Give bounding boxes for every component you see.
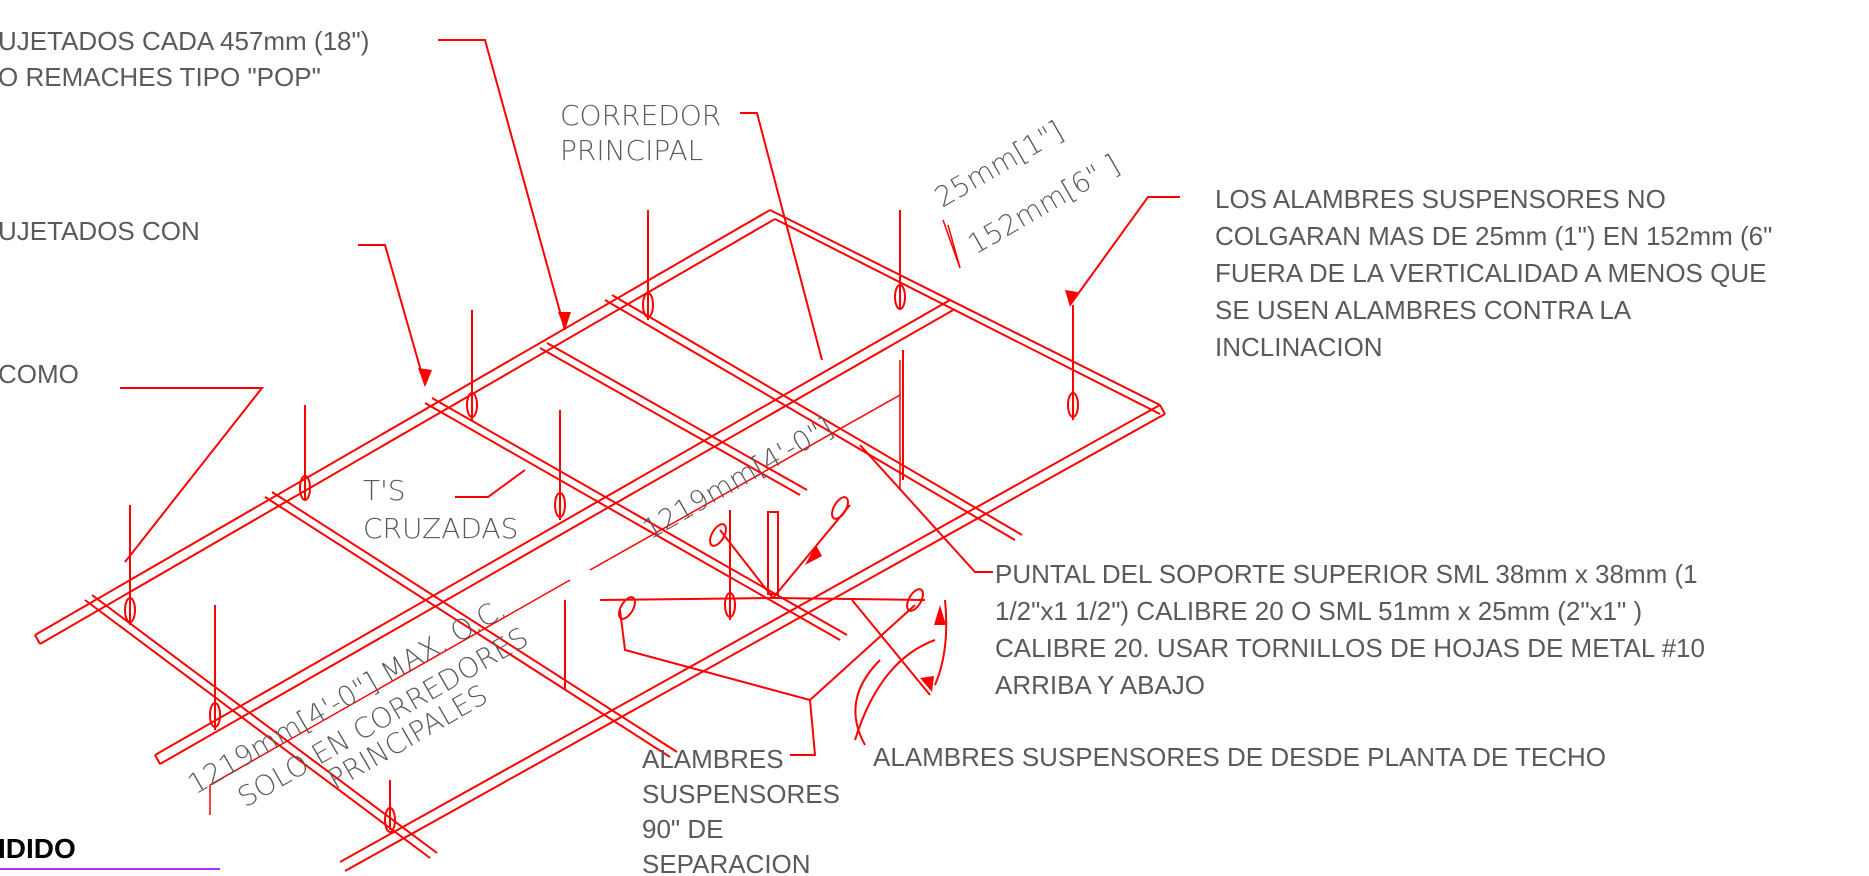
note-alambres-desde: ALAMBRES SUSPENSORES DE DESDE PLANTA DE … (873, 742, 1606, 772)
note-alambres-90-line4: SEPARACION (642, 849, 811, 876)
hanger-wire (894, 210, 906, 310)
leader-alambres-90b (809, 604, 916, 701)
dimension-label-1219-top: 1219mm[4'-0"] (637, 410, 839, 546)
leader-ts-cruzadas (455, 469, 526, 498)
note-los-alambres-line3: FUERA DE LA VERTICALIDAD A MENOS QUE (1215, 258, 1766, 288)
hanger-wire (299, 405, 311, 501)
hanger-wire (209, 605, 221, 730)
main-runner-2 (154, 299, 956, 765)
dimension-line-1219-left (209, 579, 571, 786)
cross-tee-3 (424, 397, 848, 641)
hanger-wire (466, 310, 478, 420)
view-title: IDIDO (0, 833, 76, 864)
main-runner-1 (34, 209, 776, 645)
label-cruzadas: CRUZADAS (363, 512, 518, 545)
note-alambres-90-line1: ALAMBRES (642, 744, 784, 774)
cross-tee-2 (264, 491, 678, 758)
note-sujetados-con: UJETADOS CON (0, 216, 200, 246)
label-principal: PRINCIPAL (560, 134, 703, 167)
main-runners (34, 209, 1166, 872)
note-alambres-90-line3: 90" DE (642, 814, 724, 844)
label-ts: T'S (363, 474, 406, 507)
note-los-alambres-line4: SE USEN ALAMBRES CONTRA LA (1215, 295, 1632, 325)
note-sujetados-457-line2: O REMACHES TIPO "POP" (0, 62, 321, 92)
hanger-wire (124, 505, 136, 625)
note-puntal-line2: 1/2"x1 1/2") CALIBRE 20 O SML 51mm x 25m… (995, 596, 1642, 626)
hanger-wire (554, 410, 566, 520)
leader-alambres-desde (854, 659, 881, 746)
note-puntal-line3: CALIBRE 20. USAR TORNILLOS DE HOJAS DE M… (995, 633, 1705, 663)
compression-post (767, 511, 779, 595)
hanger-wire (384, 780, 396, 833)
label-corredor: CORREDOR (560, 99, 721, 132)
leader-como (120, 387, 265, 563)
bracing (599, 496, 948, 741)
cross-tee-5 (769, 209, 1161, 415)
hanger-wires (124, 210, 1079, 833)
leader-los-alambres (1069, 196, 1180, 306)
cross-tee-1 (84, 594, 438, 859)
note-puntal-line4: ARRIBA Y ABAJO (995, 670, 1205, 700)
cross-tee-6 (539, 342, 808, 496)
leader-corredor-principal (740, 112, 823, 361)
hanger-wire (724, 510, 736, 620)
leader-lines (120, 39, 1180, 756)
leader-sujetados-457 (438, 39, 566, 331)
dimension-lines (209, 219, 961, 815)
note-los-alambres-line1: LOS ALAMBRES SUSPENSORES NO (1215, 184, 1666, 214)
note-como: COMO (0, 359, 79, 389)
leader-sujetados-con (358, 244, 426, 386)
note-alambres-90-line2: SUSPENSORES (642, 779, 840, 809)
note-los-alambres-line2: COLGARAN MAS DE 25mm (1") EN 152mm (6" (1215, 221, 1772, 251)
leader-puntal (859, 444, 993, 573)
hanger-wire (642, 210, 654, 320)
note-los-alambres-line5: INCLINACION (1215, 332, 1383, 362)
hanger-wire (1067, 305, 1079, 420)
note-sujetados-457-line1: UJETADOS CADA 457mm (18") (0, 26, 369, 56)
dimension-line-1219-top (589, 394, 901, 571)
cross-tee-4 (604, 294, 1023, 541)
cross-tees (84, 209, 1161, 859)
main-runner-3 (339, 404, 1166, 872)
note-puntal-line1: PUNTAL DEL SOPORTE SUPERIOR SML 38mm x 3… (995, 559, 1698, 589)
arrowheads (418, 290, 1078, 692)
